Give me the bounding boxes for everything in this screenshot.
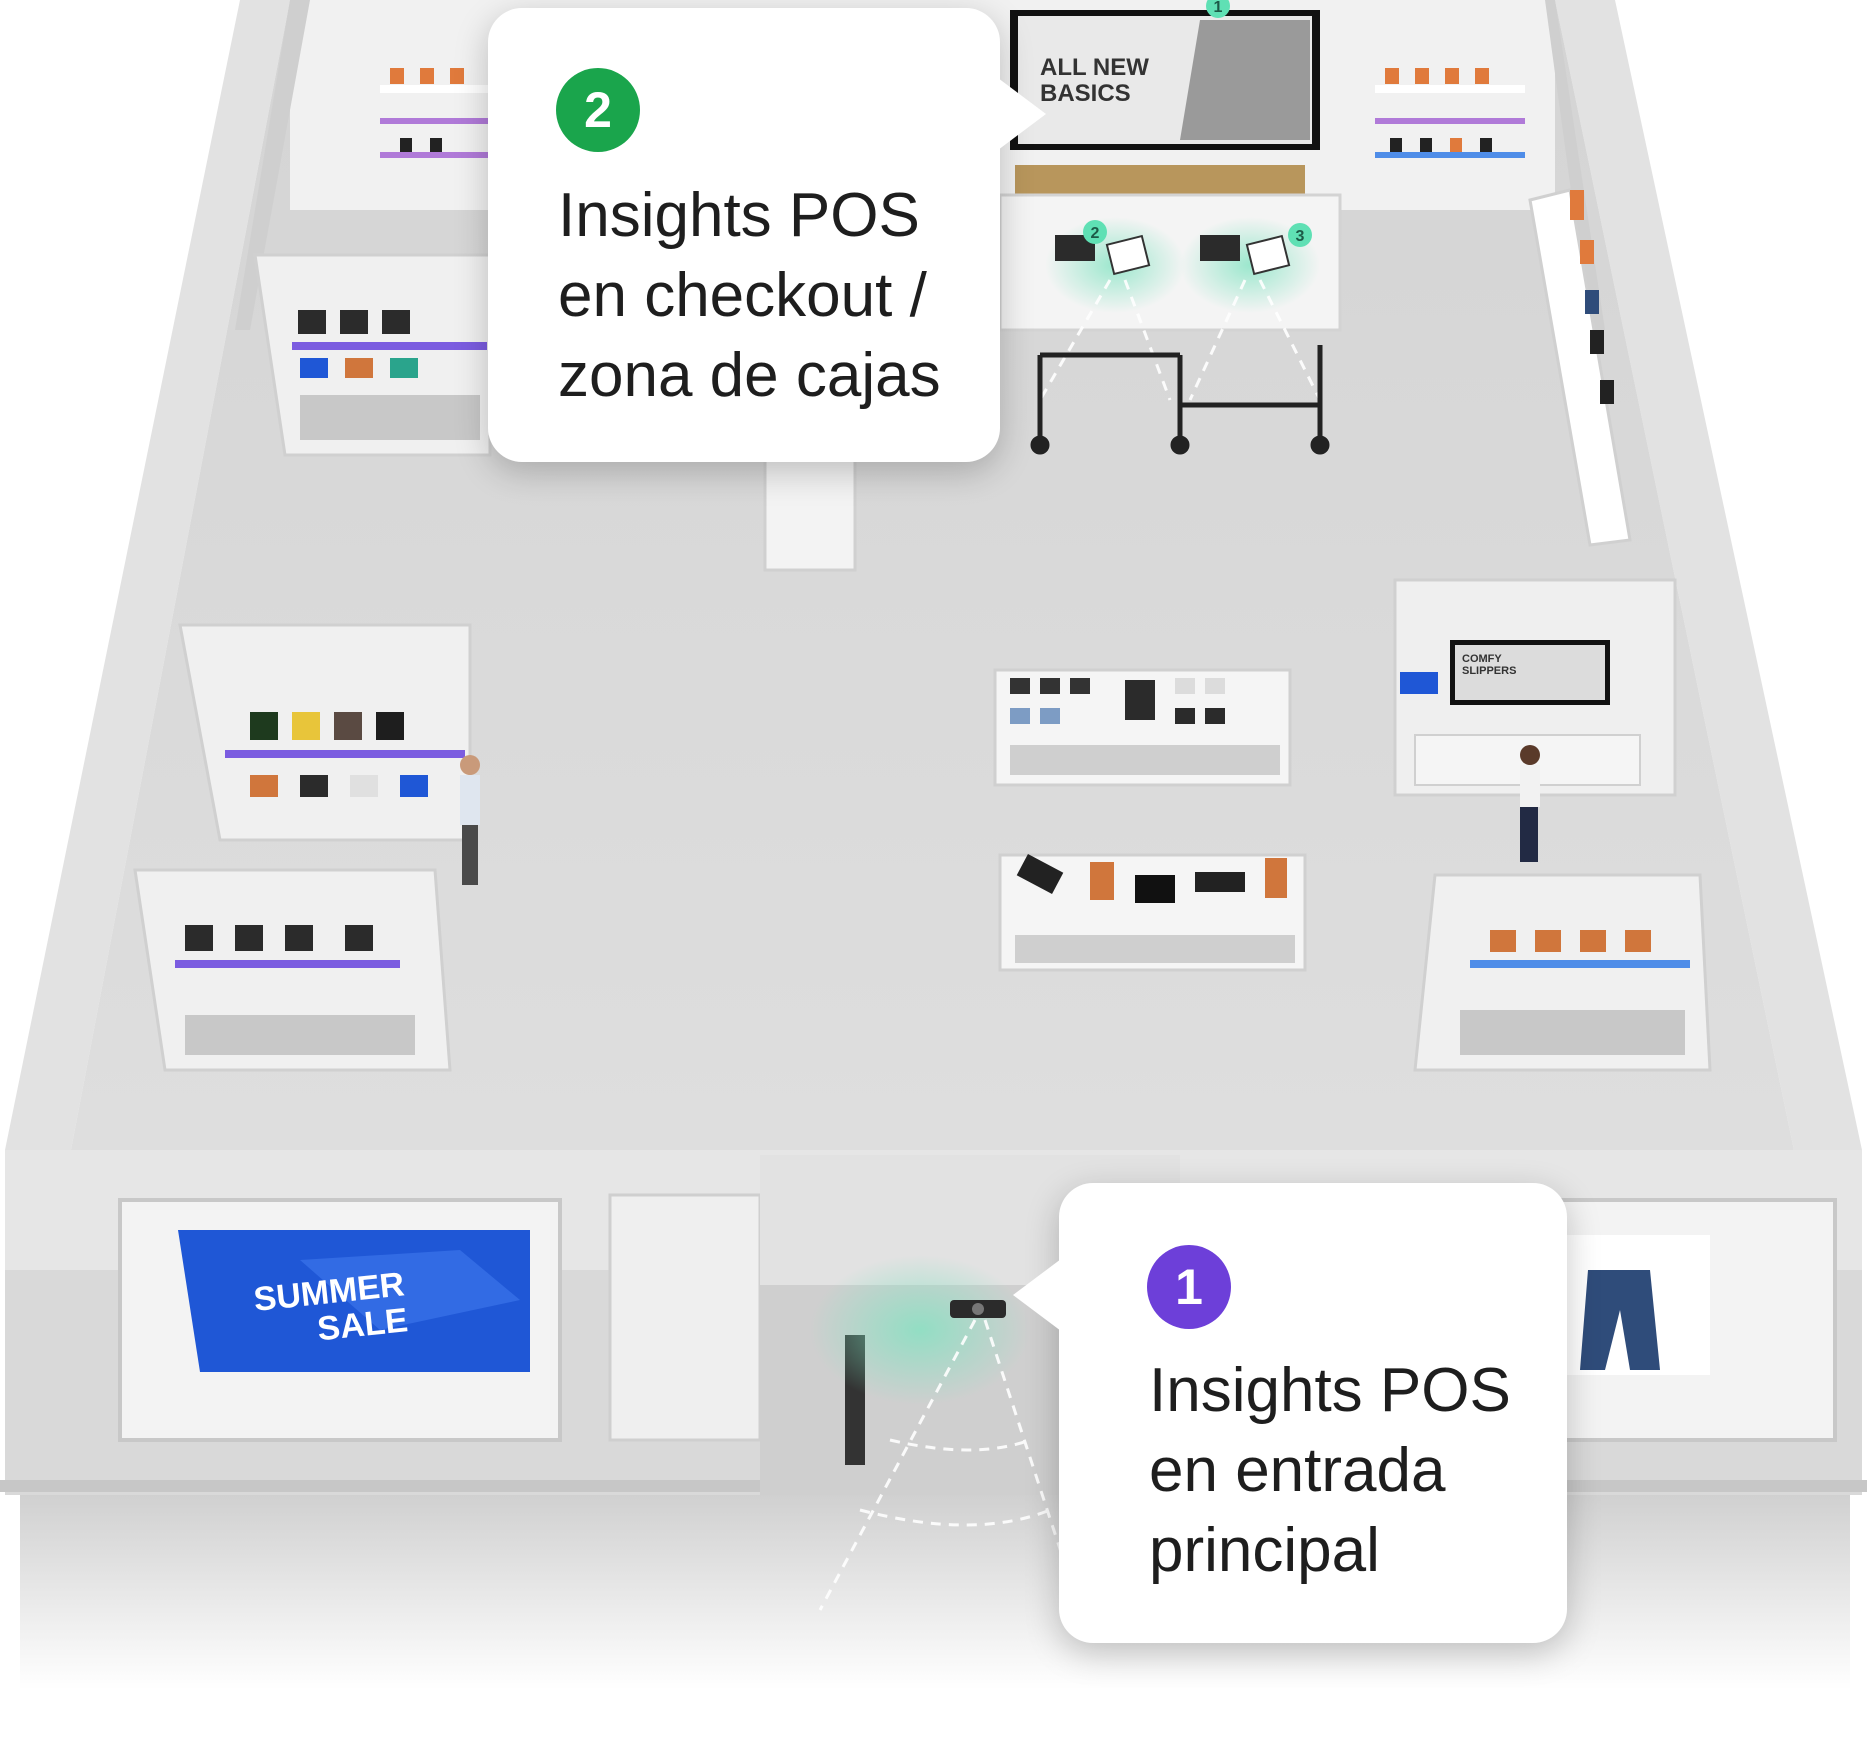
entrance-sensor-zone [810, 1255, 1030, 1405]
sensor-label-1 [1206, 0, 1230, 18]
badge-2: 2 [556, 68, 640, 152]
back-shelf-right [1375, 68, 1525, 158]
callout-pointer [1013, 1259, 1061, 1331]
sensor-label-3 [1288, 223, 1312, 247]
svg-text:2: 2 [1091, 225, 1100, 242]
right-shelf-bottom [1413, 873, 1712, 1072]
sidewalk [20, 1490, 1850, 1690]
outer-wall-left [5, 0, 290, 1290]
callout-checkout: 2 Insights POS en checkout / zona de caj… [488, 8, 1046, 462]
outer-wall-right [1555, 0, 1862, 1290]
shopper-figure-right [1520, 745, 1540, 862]
svg-text:1: 1 [1214, 0, 1223, 16]
callout-checkout-text: Insights POS en checkout / zona de cajas [558, 181, 941, 410]
left-shelf-middle [178, 623, 472, 842]
left-shelf-top [253, 253, 492, 457]
left-shelf-bottom [133, 868, 452, 1072]
badge-1: 1 [1147, 1245, 1231, 1329]
center-table-top [993, 668, 1292, 787]
callout-entrance: 1 Insights POS en entrada principal [1013, 1183, 1567, 1643]
checkout-terminal-icon [1055, 234, 1291, 276]
svg-text:3: 3 [1296, 228, 1305, 245]
center-table-bottom [998, 853, 1307, 972]
queue-barriers [1030, 345, 1330, 455]
callout-pointer [998, 78, 1046, 150]
sensor-camera-icon [950, 1300, 1006, 1318]
back-shelf-left [380, 68, 490, 158]
callout-entrance-text: Insights POS en entrada principal [1149, 1356, 1511, 1585]
jeans-display [1580, 1270, 1660, 1370]
right-wall-shelf [1528, 188, 1632, 547]
shopper-figure-icon [460, 755, 480, 885]
sensor-label-2 [1083, 220, 1107, 244]
